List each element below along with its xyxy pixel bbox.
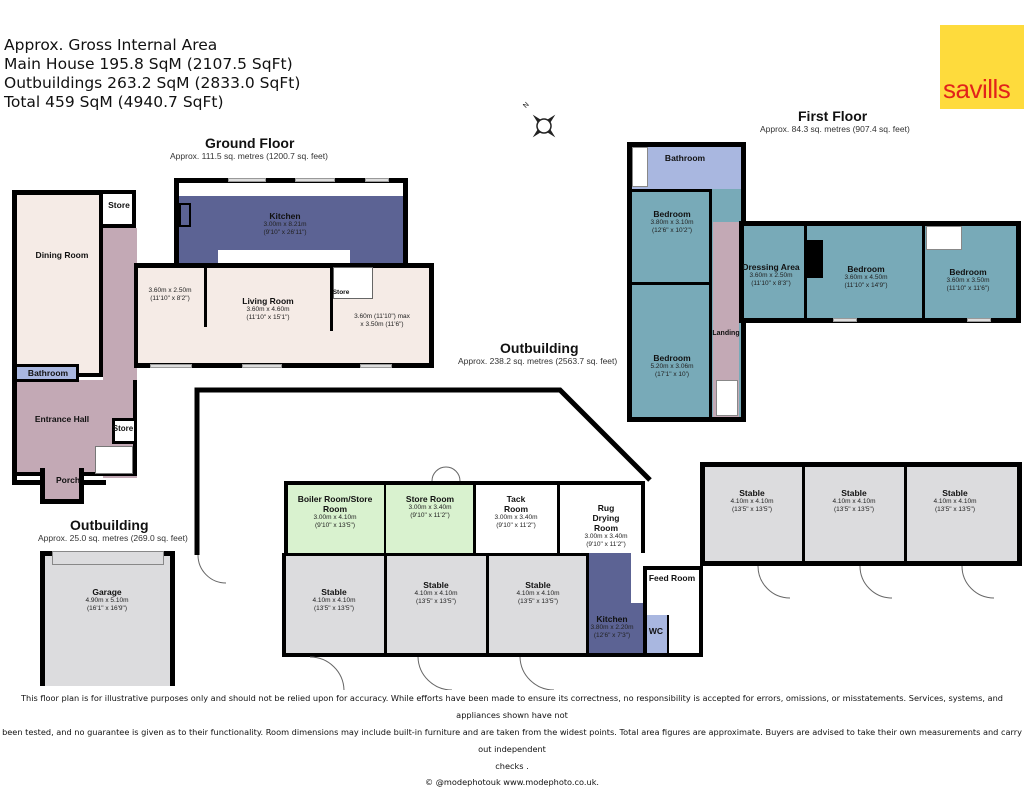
stables-row-2 (700, 462, 1022, 566)
label-room-a: 3.60m x 2.50m (11'10" x 8'2") (148, 287, 192, 302)
window (150, 364, 192, 368)
label-kitchen-outbuilding: Kitchen 3.80m x 2.20m (12'6" x 7'3") (590, 614, 634, 639)
room-dining (17, 195, 103, 377)
room-garage (40, 551, 175, 686)
garage-outbuilding-area: Approx. 25.0 sq. metres (269.0 sq. feet) (38, 533, 188, 543)
logo-text: savills (943, 74, 1011, 104)
area-main-house: Main House 195.8 SqM (2107.5 SqFt) (4, 55, 293, 73)
wall (204, 267, 207, 327)
ground-floor-title: Ground Floor (205, 135, 295, 151)
label-entrance-hall: Entrance Hall (34, 414, 90, 424)
room-bedroom-2 (632, 285, 712, 417)
label-store-hall: Store (112, 424, 134, 433)
bathtub (632, 147, 648, 187)
label-dressing: Dressing Area 3.60m x 2.50m (11'10" x 8'… (742, 262, 800, 287)
room-wc (647, 615, 669, 653)
stairs-attic (926, 226, 962, 250)
kitchen-worktop-top (179, 183, 343, 196)
label-store-room: Store Room 3.00m x 3.40m (9'10" x 11'2") (405, 494, 455, 519)
room-store-hall (112, 418, 134, 444)
area-summary: Approx. Gross Internal Area Main House 1… (4, 36, 300, 112)
wall (330, 267, 333, 331)
disclaimer-line-2: been tested, and no guarantee is given a… (2, 727, 1022, 754)
room-store-top (103, 190, 136, 228)
credit: © @modephotouk www.modephoto.co.uk. (424, 777, 600, 787)
label-store-top: Store (108, 200, 130, 210)
label-stable-1: Stable 4.10m x 4.10m (13'5" x 13'5") (312, 587, 356, 612)
garage-outbuilding-title: Outbuilding (70, 517, 149, 533)
compass-icon: N (522, 101, 562, 144)
wall (802, 462, 805, 566)
room-store (386, 481, 476, 553)
label-garage: Garage 4.90m x 5.10m (16'1" x 16'9") (85, 587, 129, 612)
first-floor-right (739, 221, 1021, 323)
kitchen-island (218, 250, 350, 266)
stairs-first (716, 380, 738, 416)
kitchen-counter (631, 553, 643, 603)
room-bathroom-ground (17, 364, 79, 382)
label-bedroom-4: Bedroom 3.60m x 3.50m (11'10" x 11'6") (946, 267, 990, 292)
label-stable-4: Stable 4.10m x 4.10m (13'5" x 13'5") (730, 488, 774, 513)
wall (486, 553, 489, 657)
kitchen-chimney (179, 203, 191, 227)
stairs-ground (95, 446, 133, 474)
garage-door (52, 551, 164, 565)
room-bedroom-1 (632, 189, 712, 285)
label-stable-5: Stable 4.10m x 4.10m (13'5" x 13'5") (832, 488, 876, 513)
label-stable-2: Stable 4.10m x 4.10m (13'5" x 13'5") (414, 580, 458, 605)
outbuilding-courtyard-outline (194, 387, 652, 555)
label-tack: Tack Room 3.00m x 3.40m (9'10" x 11'2") (494, 494, 538, 529)
label-store-stairs: Store (332, 289, 350, 296)
disclaimer: This floor plan is for illustrative purp… (0, 690, 1024, 789)
label-landing: Landing (712, 330, 740, 337)
window (295, 178, 335, 182)
area-summary-title: Approx. Gross Internal Area (4, 36, 218, 54)
window (967, 318, 991, 322)
label-stable-3: Stable 4.10m x 4.10m (13'5" x 13'5") (516, 580, 560, 605)
label-bedroom-3: Bedroom 3.60m x 4.50m (11'10" x 14'9") (844, 264, 888, 289)
label-feed: Feed Room (648, 573, 696, 583)
stables-row (282, 553, 590, 657)
wall (904, 462, 907, 566)
label-porch: Porch (55, 475, 81, 485)
outbuilding-title: Outbuilding (500, 340, 579, 356)
room-tack (476, 481, 560, 553)
label-stable-6: Stable 4.10m x 4.10m (13'5" x 13'5") (933, 488, 977, 513)
ground-floor-area: Approx. 111.5 sq. metres (1200.7 sq. fee… (170, 151, 328, 161)
window (833, 318, 857, 322)
chimney-breast (807, 240, 823, 278)
room-porch (40, 468, 84, 504)
label-wc: WC (648, 626, 664, 636)
area-outbuildings: Outbuildings 263.2 SqM (2833.0 SqFt) (4, 74, 301, 92)
window (242, 364, 282, 368)
first-floor-area: Approx. 84.3 sq. metres (907.4 sq. feet) (760, 124, 910, 134)
living-block (134, 263, 434, 368)
wall (922, 226, 925, 318)
window (360, 364, 392, 368)
label-room-b: 3.60m (11'10") max x 3.50m (11'6") (354, 313, 410, 328)
wall (384, 553, 387, 657)
window (365, 178, 389, 182)
label-kitchen: Kitchen 3.00m x 8.21m (9'10" x 26'11") (263, 211, 307, 236)
label-bathroom-ground: Bathroom (27, 368, 69, 378)
label-living: Living Room 3.60m x 4.60m (11'10" x 15'1… (242, 296, 294, 321)
savills-logo: savills (940, 25, 1024, 109)
area-total: Total 459 SqM (4940.7 SqFt) (4, 93, 224, 111)
label-rug-drying: Rug Drying Room 3.00m x 3.40m (9'10" x 1… (584, 503, 628, 548)
disclaimer-line-1: This floor plan is for illustrative purp… (21, 693, 1003, 720)
first-floor-title: First Floor (798, 108, 868, 124)
label-dining: Dining Room (35, 250, 89, 260)
window (228, 178, 266, 182)
label-bedroom-1: Bedroom 3.80m x 3.10m (12'6" x 10'2") (650, 209, 694, 234)
outbuilding-area: Approx. 238.2 sq. metres (2563.7 sq. fee… (458, 356, 618, 366)
wall (804, 226, 807, 318)
room-bathroom-first (632, 147, 741, 189)
label-bathroom-first: Bathroom (664, 153, 706, 163)
label-boiler: Boiler Room/Store Room 3.00m x 4.10m (9'… (297, 494, 373, 529)
room-rug-drying (560, 481, 645, 553)
room-boiler (284, 481, 386, 553)
disclaimer-line-3: checks . (495, 761, 529, 771)
label-bedroom-2: Bedroom 5.20m x 3.06m (17'1" x 10') (650, 353, 694, 378)
stairs-living (333, 267, 373, 299)
